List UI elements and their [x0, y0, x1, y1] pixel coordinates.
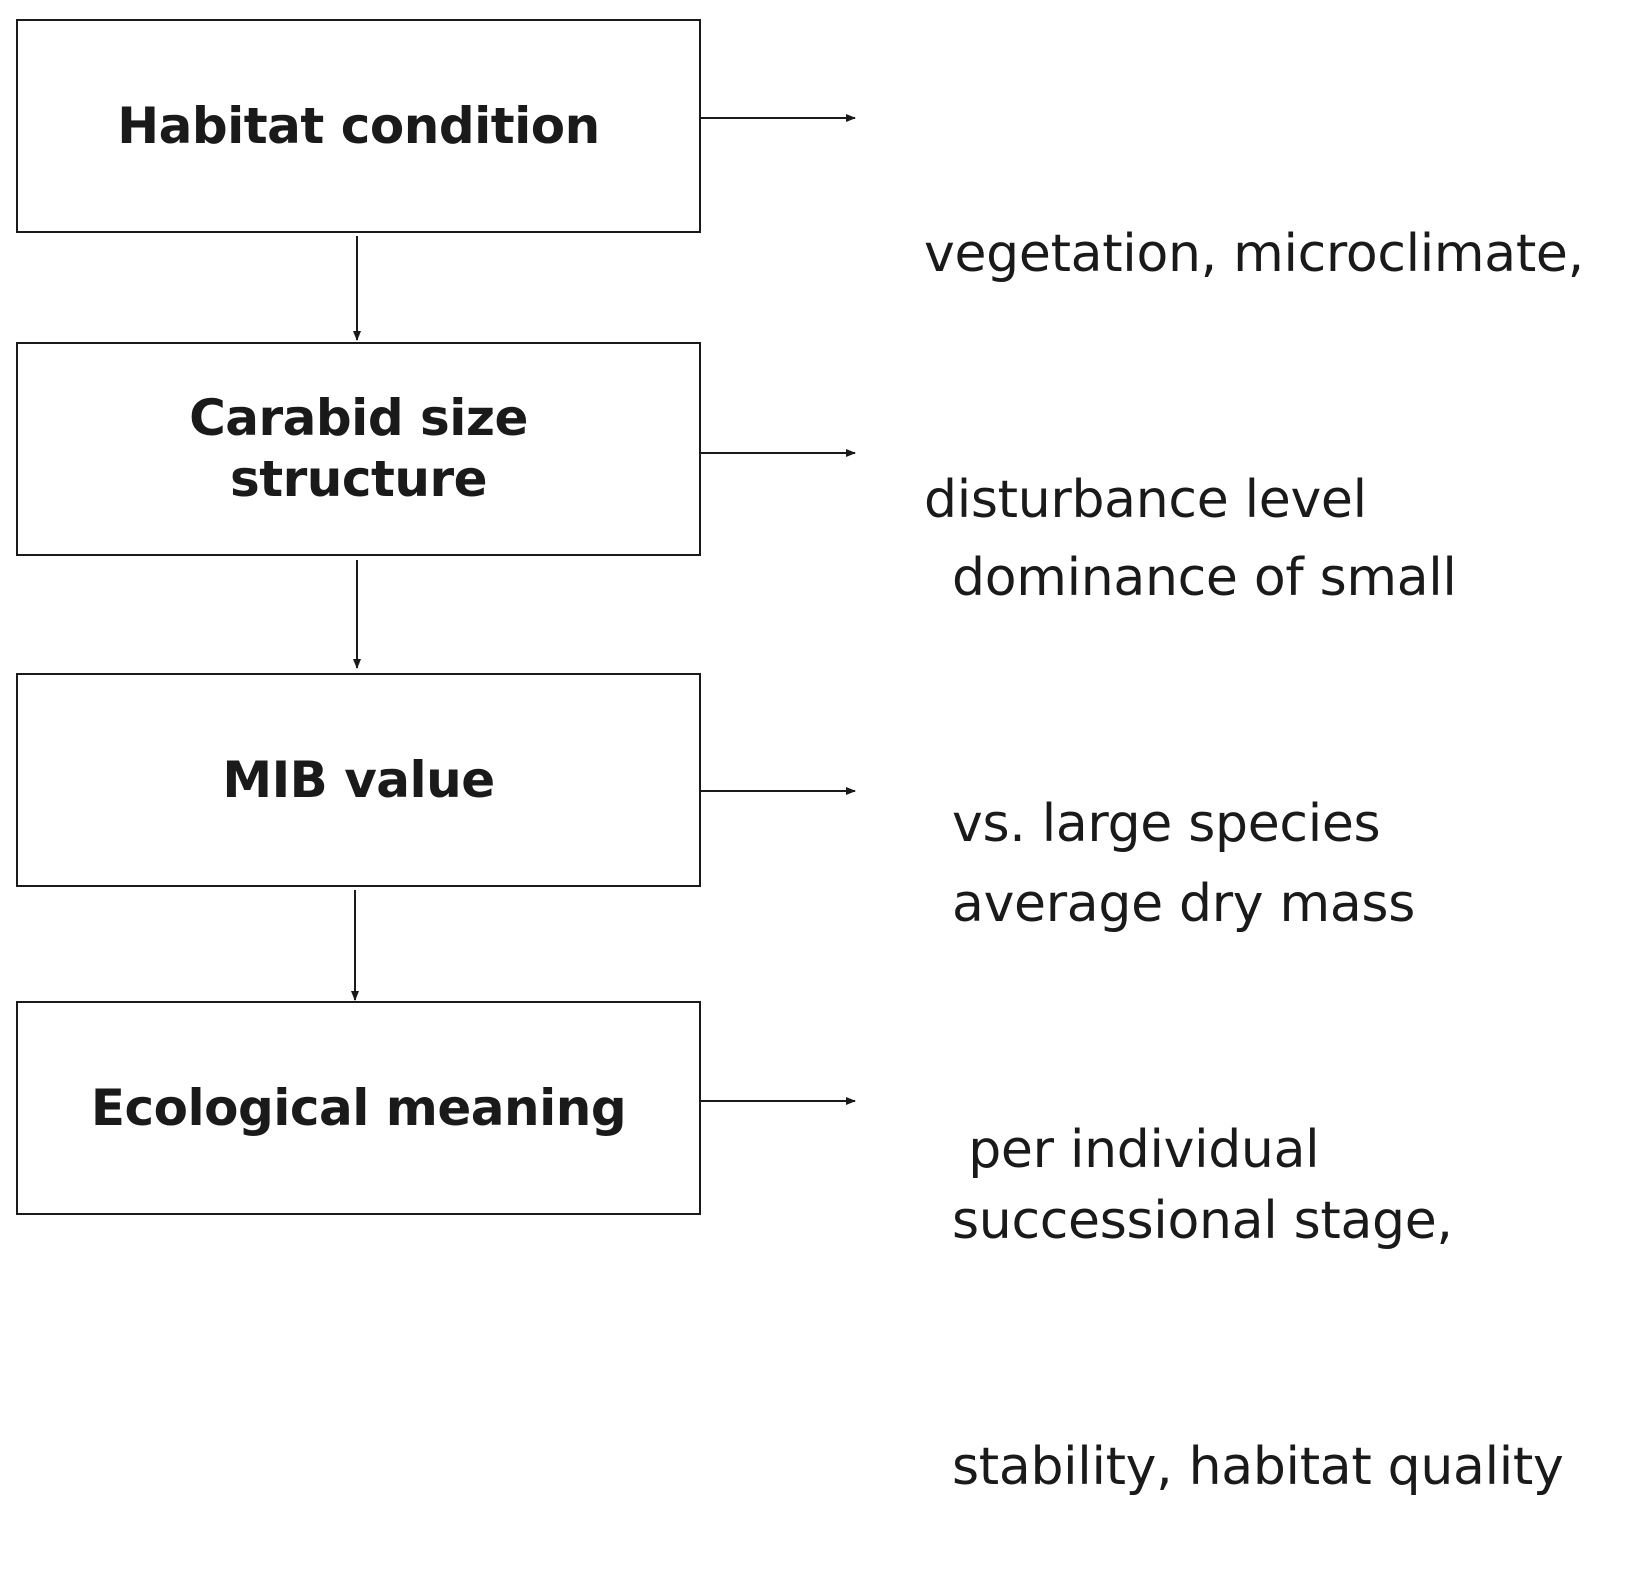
note-line: per individual: [952, 1120, 1320, 1180]
habitat-condition-label: Habitat condition: [117, 96, 600, 155]
note-line: dominance of small: [952, 548, 1457, 608]
mib-value-label: MIB value: [222, 750, 495, 809]
note-line: vegetation, microclimate,: [924, 224, 1584, 284]
note-line: stability, habitat quality: [952, 1437, 1564, 1497]
habitat-condition-box: Habitat condition: [16, 19, 701, 233]
ecological-meaning-note: successional stage, stability, habitat q…: [952, 1016, 1564, 1590]
ecological-meaning-label: Ecological meaning: [90, 1078, 627, 1137]
habitat-condition-note: vegetation, microclimate, disturbance le…: [924, 49, 1584, 623]
mib-value-box: MIB value: [16, 673, 701, 887]
note-line: disturbance level: [924, 470, 1367, 530]
carabid-size-structure-box: Carabid size structure: [16, 342, 701, 556]
note-line: average dry mass: [952, 874, 1415, 934]
carabid-size-structure-note: dominance of small vs. large species: [952, 373, 1457, 947]
carabid-size-structure-label: Carabid size structure: [189, 389, 528, 508]
ecological-meaning-box: Ecological meaning: [16, 1001, 701, 1215]
note-line: vs. large species: [952, 794, 1381, 854]
mib-value-note: average dry mass per individual: [952, 699, 1415, 1273]
note-line: successional stage,: [952, 1191, 1453, 1251]
